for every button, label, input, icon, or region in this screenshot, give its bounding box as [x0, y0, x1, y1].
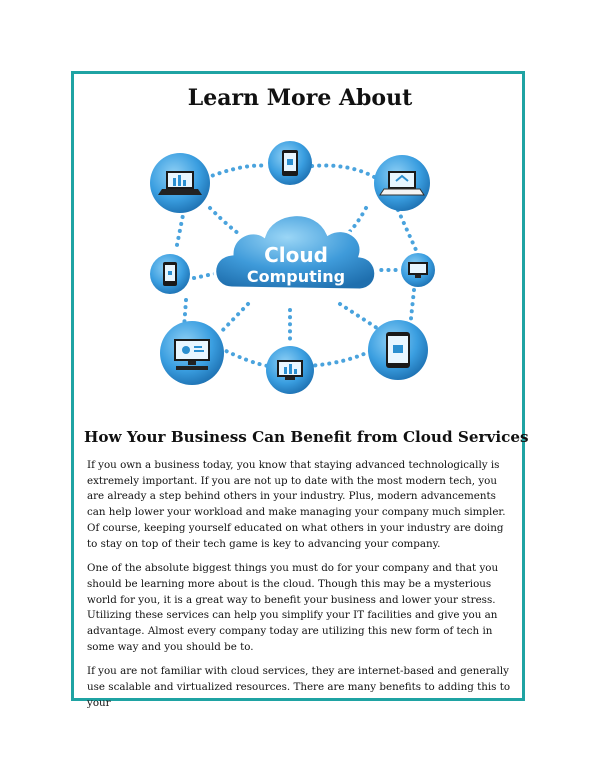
cloud-label-line1: Cloud: [264, 243, 328, 267]
paragraph: If you own a business today, you know th…: [87, 459, 506, 550]
cloud-computing-illustration: Cloud Computing: [150, 141, 435, 394]
laptop-icon: [374, 155, 430, 211]
article-body: If you own a business today, you know th…: [87, 458, 515, 721]
phone-icon: [150, 254, 190, 294]
paragraph: If you are not familiar with cloud servi…: [87, 665, 511, 709]
monitor-icon: [401, 253, 435, 287]
page-frame: [71, 71, 525, 701]
cloud-shape: Cloud Computing: [213, 213, 378, 292]
section-heading: How Your Business Can Benefit from Cloud…: [84, 428, 529, 446]
connection-lines: [174, 163, 418, 368]
tablet-icon: [368, 320, 428, 380]
desktop-icon: [160, 321, 224, 385]
laptop-icon: [150, 153, 210, 213]
page-title: Learn More About: [187, 85, 413, 111]
monitor-icon: [266, 346, 314, 394]
tablet-icon: [268, 141, 312, 185]
paragraph: One of the absolute biggest things you m…: [87, 562, 499, 653]
cloud-label-line2: Computing: [247, 267, 345, 286]
